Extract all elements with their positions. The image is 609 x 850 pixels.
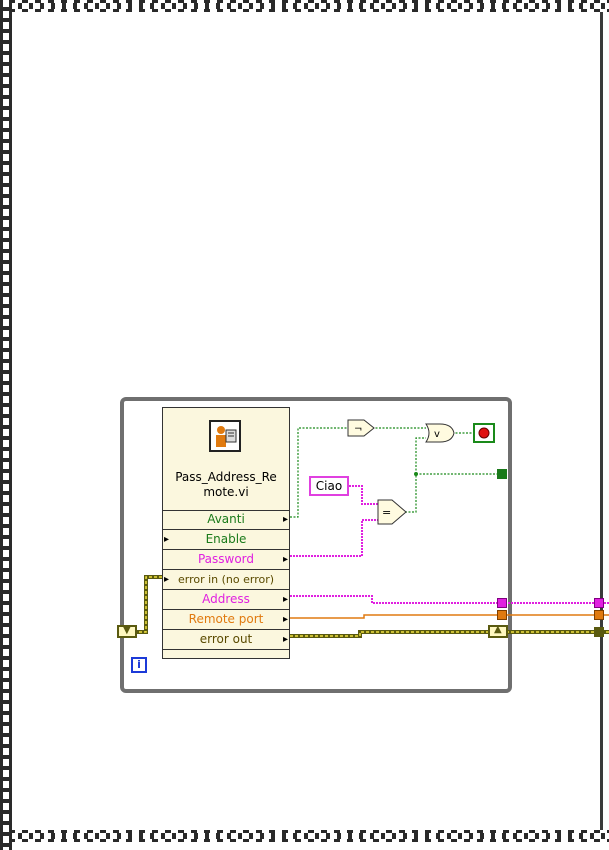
numeric-tunnel-port[interactable] <box>497 610 507 620</box>
wire-error-out-inner <box>290 631 609 637</box>
iteration-terminal[interactable]: i <box>131 657 147 673</box>
wire-equal-to-or <box>415 437 426 474</box>
sequence-frame-right-edge <box>600 12 603 830</box>
wire-error-in-inner <box>124 576 163 633</box>
stop-condition-terminal[interactable] <box>473 423 495 443</box>
wire-remote-port <box>290 614 609 619</box>
svg-text:v: v <box>434 429 440 440</box>
iteration-label: i <box>137 658 141 671</box>
string-constant-value: Ciao <box>315 479 343 493</box>
subvi-node[interactable]: Pass_Address_Re mote.vi Avanti Enable Pa… <box>162 407 290 659</box>
terminal-error-out[interactable]: error out <box>163 630 289 650</box>
sequence-tunnel-error[interactable] <box>594 627 604 637</box>
terminal-error-in[interactable]: error in (no error) <box>163 570 289 590</box>
subvi-name: Pass_Address_Re mote.vi <box>163 470 289 500</box>
or-function[interactable]: v <box>425 423 455 443</box>
wire-error-in <box>124 575 163 634</box>
string-constant-ciao[interactable]: Ciao <box>309 476 349 496</box>
svg-text:¬: ¬ <box>354 424 362 435</box>
terminal-remote-port[interactable]: Remote port <box>163 610 289 630</box>
subvi-header: Pass_Address_Re mote.vi <box>163 408 289 511</box>
wire-ciao-to-equal <box>349 485 378 505</box>
shift-register-left[interactable]: ▼ <box>117 625 137 638</box>
terminal-label: Avanti <box>207 512 245 526</box>
terminal-address[interactable]: Address <box>163 590 289 610</box>
terminal-label: error out <box>199 632 253 646</box>
subvi-name-line2: mote.vi <box>203 485 249 499</box>
terminal-label: Enable <box>205 532 247 546</box>
terminal-label: error in (no error) <box>177 573 275 586</box>
wire-avanti-to-not <box>290 427 348 518</box>
subvi-name-line1: Pass_Address_Re <box>175 470 277 484</box>
wire-junction <box>414 472 418 476</box>
boolean-tunnel[interactable] <box>497 469 507 479</box>
string-tunnel-address[interactable] <box>497 598 507 608</box>
sequence-tunnel-port[interactable] <box>594 610 604 620</box>
svg-text:=: = <box>382 506 391 519</box>
sequence-tunnel-address[interactable] <box>594 598 604 608</box>
sequence-frame-left <box>0 0 12 850</box>
terminal-password[interactable]: Password <box>163 550 289 570</box>
terminal-label: Address <box>202 592 250 606</box>
terminal-avanti[interactable]: Avanti <box>163 510 289 530</box>
terminal-label: Password <box>197 552 255 566</box>
sequence-frame-bottom <box>0 830 609 842</box>
terminal-label: Remote port <box>188 612 264 626</box>
terminal-enable[interactable]: Enable <box>163 530 289 550</box>
wire-password-to-equal <box>290 519 378 557</box>
subvi-icon <box>209 420 241 452</box>
sequence-frame-top <box>0 0 609 12</box>
wire-equal-to-enable-tunnel <box>405 473 500 513</box>
wire-address <box>290 595 609 604</box>
not-function[interactable]: ¬ <box>347 419 375 437</box>
equal-function[interactable]: = <box>377 499 407 525</box>
shift-register-right[interactable]: ▲ <box>488 624 508 638</box>
